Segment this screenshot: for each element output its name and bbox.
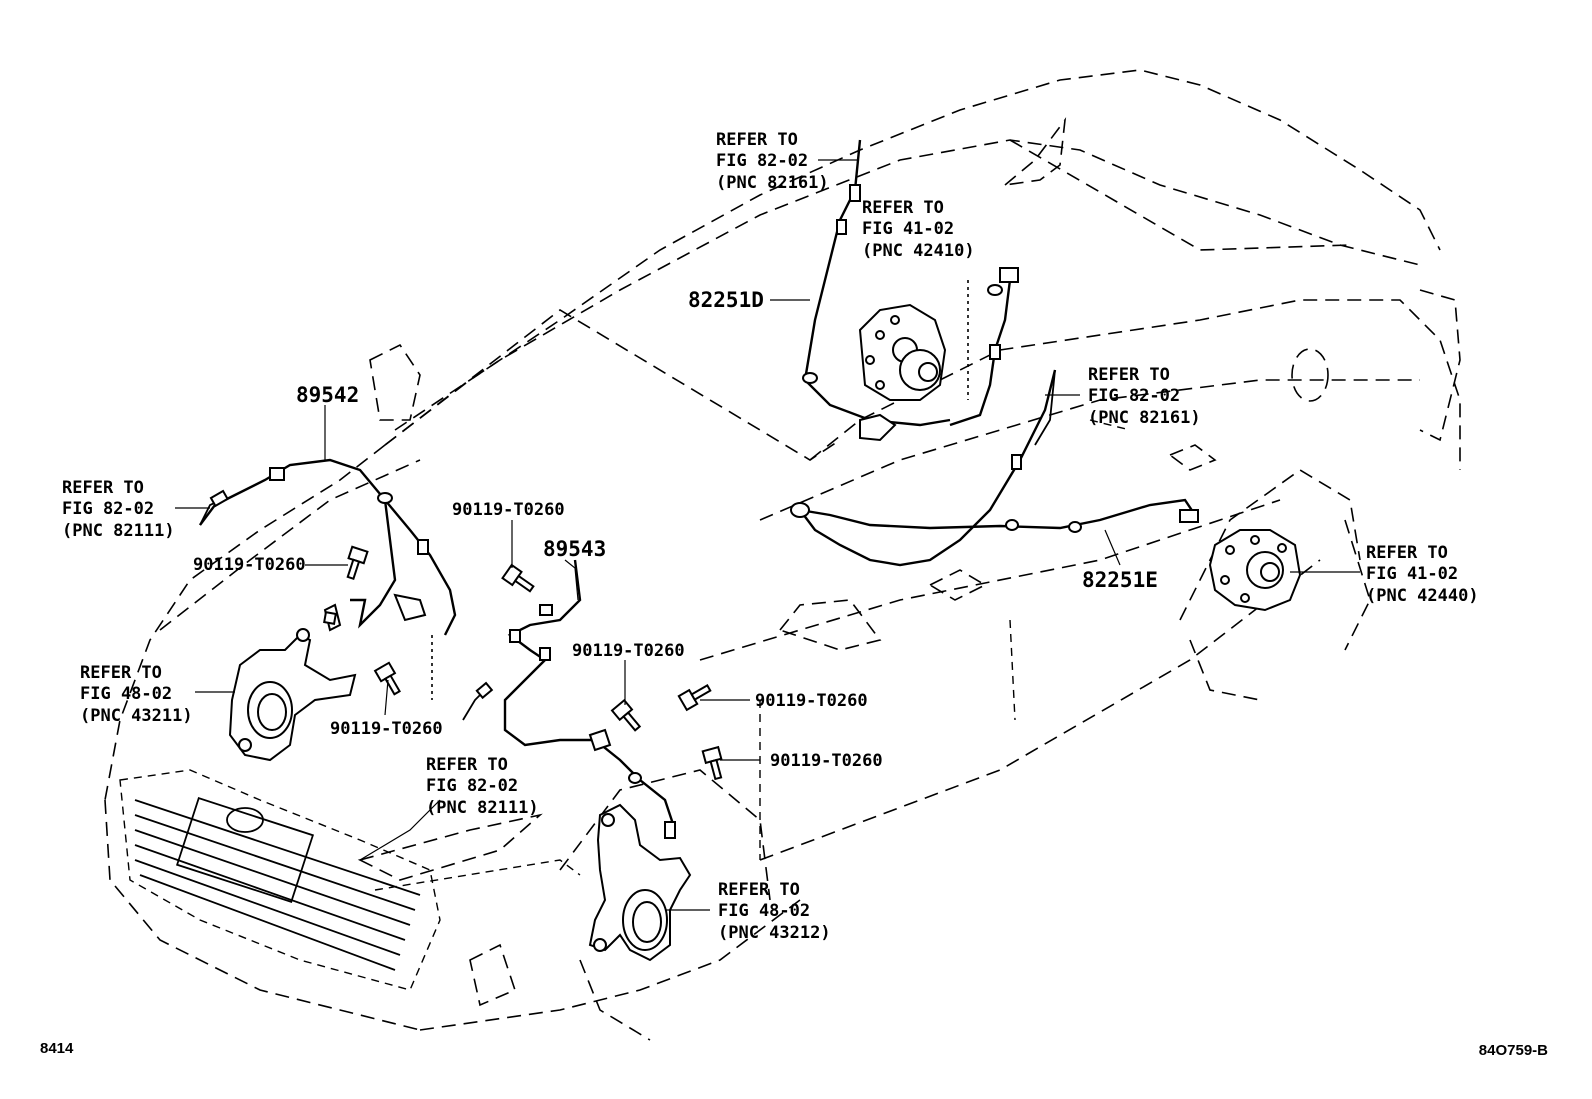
part-label-82251E: 82251E: [1082, 568, 1158, 592]
svg-text:(PNC 82161): (PNC 82161): [716, 173, 829, 193]
part-label-bolt-f: 90119-T0260: [770, 751, 883, 771]
clip: [377, 492, 393, 504]
svg-text:FIG 82-02: FIG 82-02: [716, 151, 808, 171]
rear-left-sensor-assembly: [802, 139, 1019, 442]
part-label-89543: 89543: [543, 537, 606, 561]
bracket: [588, 728, 612, 752]
refer-pigtails: [199, 369, 1056, 721]
front-right-sensor-assembly: [503, 559, 677, 839]
callout-refer-rear-mid: REFER TO FIG 82-02 (PNC 82161): [1088, 365, 1201, 428]
grommet: [987, 284, 1003, 296]
figure-code: 84O759-B: [1479, 1042, 1548, 1059]
clip: [539, 647, 551, 661]
svg-text:FIG 82-02: FIG 82-02: [1088, 386, 1180, 406]
connector: [849, 184, 861, 202]
bolts: [323, 545, 723, 781]
sensor-head: [664, 821, 676, 839]
rear-hub-right: [1208, 529, 1302, 612]
car-body-outline: [104, 69, 1461, 1041]
svg-text:REFER TO: REFER TO: [426, 755, 508, 775]
part-label-bolt-d: 90119-T0260: [330, 719, 443, 739]
svg-text:FIG 48-02: FIG 48-02: [80, 684, 172, 704]
svg-text:(PNC 82111): (PNC 82111): [62, 521, 175, 541]
part-label-bolt-c: 90119-T0260: [572, 641, 685, 661]
rear-right-sensor-assembly: [790, 369, 1302, 612]
svg-text:FIG 82-02: FIG 82-02: [62, 499, 154, 519]
svg-text:REFER TO: REFER TO: [862, 198, 944, 218]
connector: [539, 604, 553, 616]
clip: [802, 372, 818, 384]
part-label-bolt-a: 90119-T0260: [452, 500, 565, 520]
connector: [269, 467, 285, 481]
part-label-82251D: 82251D: [688, 288, 764, 312]
steering-knuckle-right: [588, 803, 692, 962]
svg-text:FIG 48-02: FIG 48-02: [718, 901, 810, 921]
svg-text:REFER TO: REFER TO: [62, 478, 144, 498]
svg-text:FIG 41-02: FIG 41-02: [1366, 564, 1458, 584]
svg-text:(PNC 43211): (PNC 43211): [80, 706, 193, 726]
connector: [1011, 454, 1022, 470]
callout-refer-knuckle-front: REFER TO FIG 48-02 (PNC 43212): [718, 880, 831, 943]
leader-lines: [175, 159, 1360, 911]
svg-text:FIG 41-02: FIG 41-02: [862, 219, 954, 239]
steering-knuckle-left: [228, 628, 357, 762]
part-label-bolt-b: 90119-T0260: [193, 555, 306, 575]
clip: [790, 502, 810, 518]
part-label-89542: 89542: [296, 383, 359, 407]
clip: [989, 344, 1001, 360]
grille: [134, 797, 421, 971]
bolt-icon: [373, 661, 401, 696]
page-number: 8414: [40, 1040, 74, 1057]
callout-refer-front-wire: REFER TO FIG 82-02 (PNC 82111): [426, 755, 539, 818]
part-label-bolt-e: 90119-T0260: [755, 691, 868, 711]
svg-text:REFER TO: REFER TO: [716, 130, 798, 150]
bolt-icon: [610, 698, 642, 732]
clip: [628, 772, 642, 784]
callout-refer-top2: REFER TO FIG 41-02 (PNC 42410): [862, 198, 975, 261]
svg-text:(PNC 82161): (PNC 82161): [1088, 408, 1201, 428]
clip: [1005, 519, 1019, 531]
svg-text:(PNC 43212): (PNC 43212): [718, 923, 831, 943]
svg-text:(PNC 42440): (PNC 42440): [1366, 586, 1479, 606]
rear-hub-left: [858, 303, 947, 401]
bolt-icon: [323, 611, 337, 625]
front-left-sensor-assembly: [199, 458, 457, 700]
connector: [999, 267, 1019, 283]
clip: [417, 539, 429, 555]
clip: [509, 629, 521, 643]
svg-text:(PNC 82111): (PNC 82111): [426, 798, 539, 818]
svg-text:REFER TO: REFER TO: [718, 880, 800, 900]
bracket: [393, 593, 427, 622]
callout-refer-left-wire: REFER TO FIG 82-02 (PNC 82111): [62, 478, 175, 541]
callout-refer-rear-hub: REFER TO FIG 41-02 (PNC 42440): [1366, 543, 1479, 606]
bolt-icon: [501, 563, 535, 593]
clip: [1068, 521, 1082, 533]
callout-refer-knuckle-left: REFER TO FIG 48-02 (PNC 43211): [80, 663, 193, 726]
svg-text:FIG 82-02: FIG 82-02: [426, 776, 518, 796]
svg-text:REFER TO: REFER TO: [80, 663, 162, 683]
bolt-icon: [701, 745, 723, 781]
connector: [836, 219, 847, 235]
svg-text:REFER TO: REFER TO: [1366, 543, 1448, 563]
sensor-head: [1179, 509, 1199, 523]
bolt-icon: [677, 684, 712, 712]
svg-text:(PNC 42410): (PNC 42410): [862, 241, 975, 261]
sensor-bracket: [859, 413, 897, 442]
svg-text:REFER TO: REFER TO: [1088, 365, 1170, 385]
callout-refer-top: REFER TO FIG 82-02 (PNC 82161): [716, 130, 829, 193]
bolt-icon: [346, 545, 369, 581]
